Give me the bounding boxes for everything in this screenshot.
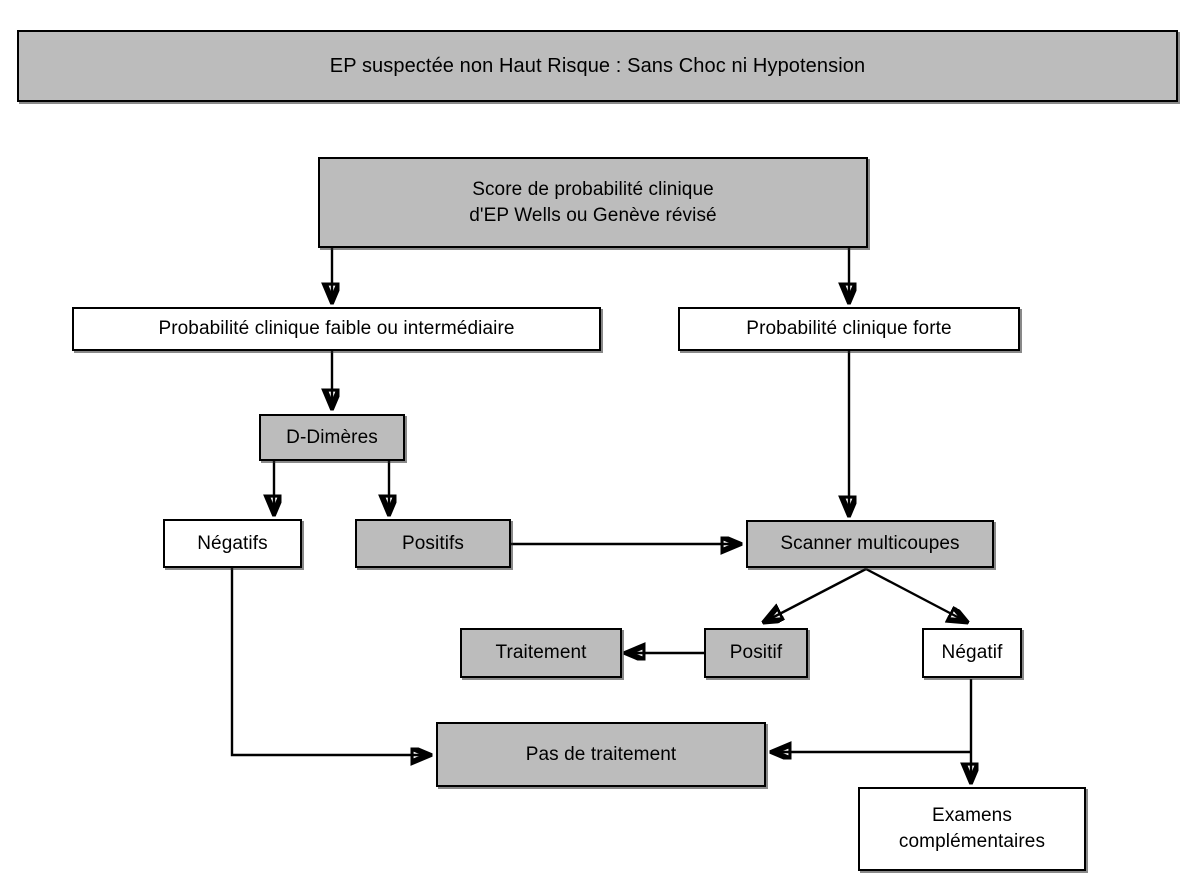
node-traitement-label: Traitement <box>495 642 587 664</box>
node-examens-complementaires: Examens complémentaires <box>858 787 1086 871</box>
edge-negatifs-to-pas-de-traitement <box>230 568 428 755</box>
node-pas-de-traitement-label: Pas de traitement <box>525 743 677 765</box>
node-positif-label: Positif <box>729 642 783 664</box>
node-scanner-label: Scanner multicoupes <box>780 533 960 555</box>
node-score-line1: Score de probabilité clinique <box>472 178 714 200</box>
edge-scanner-to-positif <box>766 567 867 621</box>
node-probabilite-forte-label: Probabilité clinique forte <box>746 318 952 340</box>
node-negatif: Négatif <box>922 628 1022 678</box>
node-examens-line1: Examens <box>932 805 1012 827</box>
node-d-dimeres-label: D-Dimères <box>286 426 378 448</box>
edge-scanner-to-negatif <box>865 567 965 621</box>
node-traitement: Traitement <box>460 628 622 678</box>
node-positifs: Positifs <box>355 519 511 568</box>
node-probabilite-faible-label: Probabilité clinique faible ou intermédi… <box>158 318 515 340</box>
node-negatif-label: Négatif <box>941 642 1003 664</box>
node-positif: Positif <box>704 628 808 678</box>
header-banner: EP suspectée non Haut Risque : Sans Choc… <box>17 30 1178 102</box>
node-examens-line2: complémentaires <box>898 831 1046 852</box>
node-score-line2: d'EP Wells ou Genève révisé <box>469 204 717 226</box>
node-negatifs-label: Négatifs <box>197 532 268 554</box>
node-score-probabilite: Score de probabilité clinique d'EP Wells… <box>318 157 868 248</box>
node-positifs-label: Positifs <box>401 532 465 554</box>
node-negatifs: Négatifs <box>163 519 302 568</box>
node-probabilite-forte: Probabilité clinique forte <box>678 307 1020 351</box>
node-pas-de-traitement: Pas de traitement <box>436 722 766 787</box>
node-probabilite-faible-intermediaire: Probabilité clinique faible ou intermédi… <box>72 307 601 351</box>
header-banner-label: EP suspectée non Haut Risque : Sans Choc… <box>329 54 866 77</box>
node-scanner-multicoupes: Scanner multicoupes <box>746 520 994 568</box>
node-d-dimeres: D-Dimères <box>259 414 405 461</box>
